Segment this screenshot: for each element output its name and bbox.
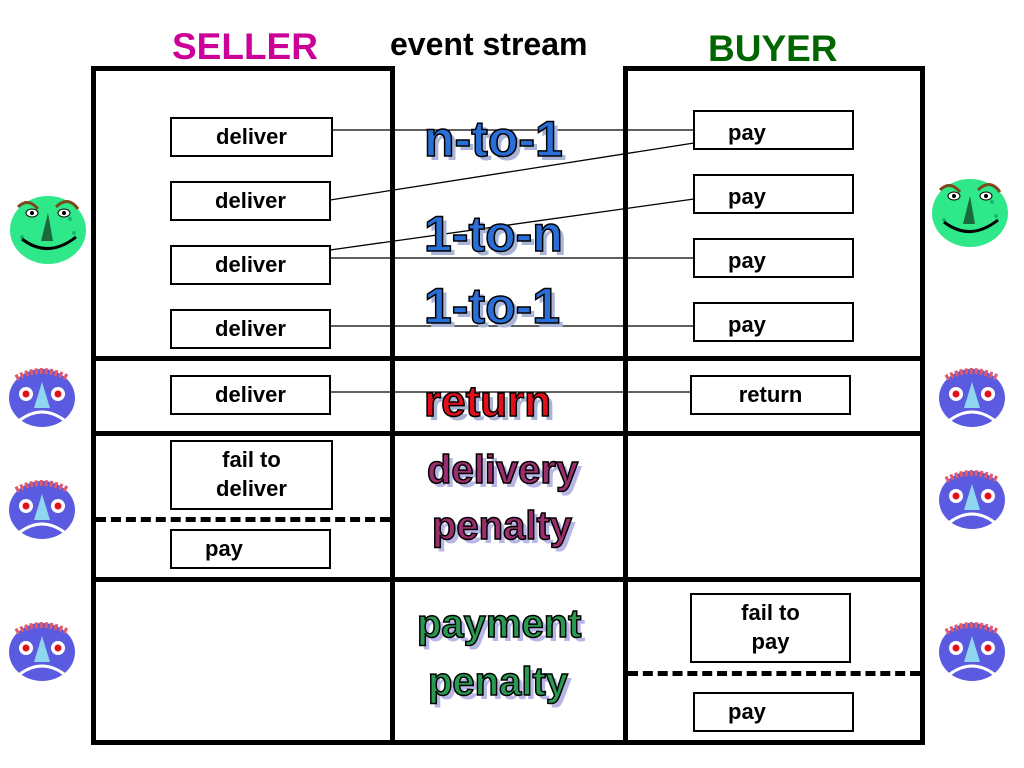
sad-face-icon [9,368,75,427]
divider-row-3 [91,577,925,582]
seller-deliver-box-3: deliver [170,245,331,285]
buyer-header: BUYER [708,28,838,69]
buyer-column-frame [623,66,925,745]
seller-column-frame [91,66,395,745]
sad-face-icon [9,480,75,539]
happy-face-icon [10,196,86,264]
sad-face-icon [939,368,1005,427]
delivery-penalty-label-line2: penalty [431,503,573,549]
payment-penalty-label-line1: payment [416,601,582,647]
buyer-fail-to-pay-box: fail to pay [690,593,851,663]
buyer-pay-box-5: pay [693,692,854,732]
event-stream-header: event stream [390,26,588,62]
sad-face-icon [939,622,1005,681]
seller-dashed-divider [96,517,390,522]
seller-header: SELLER [172,26,318,67]
seller-fail-to-deliver-box: fail to deliver [170,440,333,510]
n-to-1-label: n-to-1 [423,110,563,168]
seller-deliver-box-1: deliver [170,117,333,157]
delivery-penalty-label-line1: delivery [426,447,579,493]
payment-penalty-label-line2: penalty [427,659,569,705]
1-to-1-label: 1-to-1 [423,277,561,335]
buyer-pay-box-3: pay [693,238,854,278]
line-deliver2-pay1 [329,142,695,201]
seller-deliver-box-4: deliver [170,309,331,349]
buyer-dashed-divider [628,671,920,676]
seller-pay-box: pay [170,529,331,569]
buyer-return-box: return [690,375,851,415]
1-to-n-label: 1-to-n [423,205,563,263]
seller-deliver-box-5: deliver [170,375,331,415]
sad-face-icon [9,622,75,681]
sad-face-icon [939,470,1005,529]
return-label: return [423,376,552,427]
seller-deliver-box-2: deliver [170,181,331,221]
buyer-pay-box-2: pay [693,174,854,214]
line-deliver3-pay2 [329,198,695,251]
divider-row-2 [91,431,925,436]
bottom-border [391,740,627,745]
divider-row-1 [91,356,925,361]
buyer-pay-box-4: pay [693,302,854,342]
happy-face-icon [932,179,1008,247]
buyer-pay-box-1: pay [693,110,854,150]
